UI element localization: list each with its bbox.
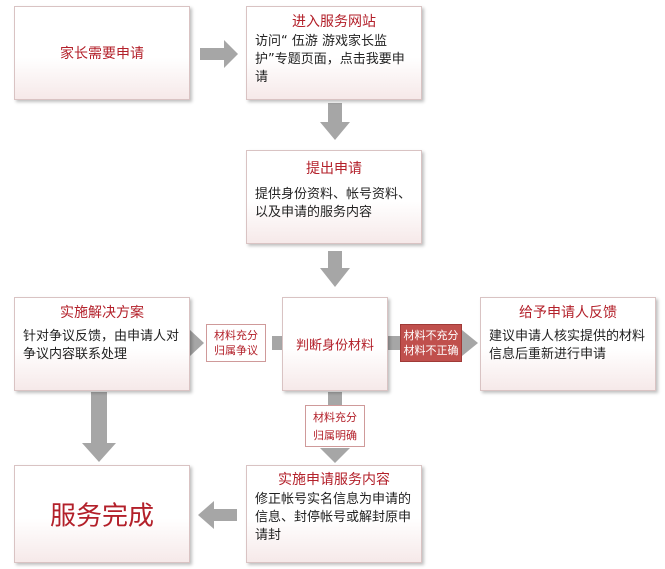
node-implement-title: 实施申请服务内容	[278, 472, 390, 488]
edge-label-insufficient-line1: 材料不充分	[403, 329, 459, 342]
node-submit-body: 提供身份资料、帐号资料、以及申请的服务内容	[255, 187, 412, 220]
arrow-down-3-head	[320, 448, 350, 463]
arrow-right-1	[200, 40, 238, 68]
arrow-left-2	[198, 501, 237, 529]
arrow-down-1	[320, 103, 350, 140]
node-parent-need: 家长需要申请	[14, 6, 190, 100]
arrow-right-2	[388, 336, 400, 350]
node-enter-site: 进入服务网站 访问“ 伍游 游戏家长监护”专题页面，点击我要申请	[246, 6, 422, 100]
node-submit: 提出申请 提供身份资料、帐号资料、以及申请的服务内容	[246, 150, 422, 244]
node-feedback: 给予申请人反馈 建议申请人核实提供的材料信息后重新进行申请	[480, 297, 656, 391]
node-parent-need-label: 家长需要申请	[60, 46, 144, 62]
node-resolve: 实施解决方案 针对争议反馈，由申请人对争议内容联系处理	[14, 297, 190, 391]
edge-label-dispute: 材料充分 归属争议	[206, 324, 266, 362]
node-enter-site-body: 访问“ 伍游 游戏家长监护”专题页面，点击我要申请	[255, 34, 405, 85]
node-feedback-body: 建议申请人核实提供的材料信息后重新进行申请	[489, 329, 646, 362]
node-implement: 实施申请服务内容 修正帐号实名信息为申请的信息、封停帐号或解封原申请封	[246, 465, 422, 563]
node-submit-title: 提出申请	[306, 161, 362, 177]
node-resolve-title: 实施解决方案	[60, 305, 144, 321]
arrow-right-2-head	[462, 330, 478, 356]
node-done: 服务完成	[14, 465, 190, 563]
node-done-label: 服务完成	[49, 501, 154, 532]
edge-label-dispute-line2: 归属争议	[214, 344, 258, 357]
node-feedback-title: 给予申请人反馈	[519, 305, 617, 321]
node-enter-site-title: 进入服务网站	[292, 14, 376, 30]
node-judge-label: 判断身份材料	[295, 338, 374, 354]
edge-label-dispute-line1: 材料充分	[214, 329, 258, 342]
arrow-down-4	[82, 392, 116, 462]
edge-label-insufficient-line2: 材料不正确	[403, 344, 459, 357]
edge-label-clear-line1: 材料充分	[313, 411, 357, 424]
edge-label-insufficient: 材料不充分 材料不正确	[400, 324, 462, 362]
node-judge: 判断身份材料	[282, 297, 388, 391]
arrow-down-2	[320, 251, 350, 287]
edge-label-clear-line2: 归属明确	[313, 429, 357, 442]
edge-label-clear: 材料充分 归属明确	[305, 405, 365, 447]
arrow-down-3	[328, 392, 342, 405]
arrow-left-1	[272, 336, 282, 350]
arrow-left-1-head	[190, 330, 204, 356]
node-resolve-body: 针对争议反馈，由申请人对争议内容联系处理	[23, 329, 180, 362]
node-implement-body: 修正帐号实名信息为申请的信息、封停帐号或解封原申请封	[255, 492, 412, 543]
